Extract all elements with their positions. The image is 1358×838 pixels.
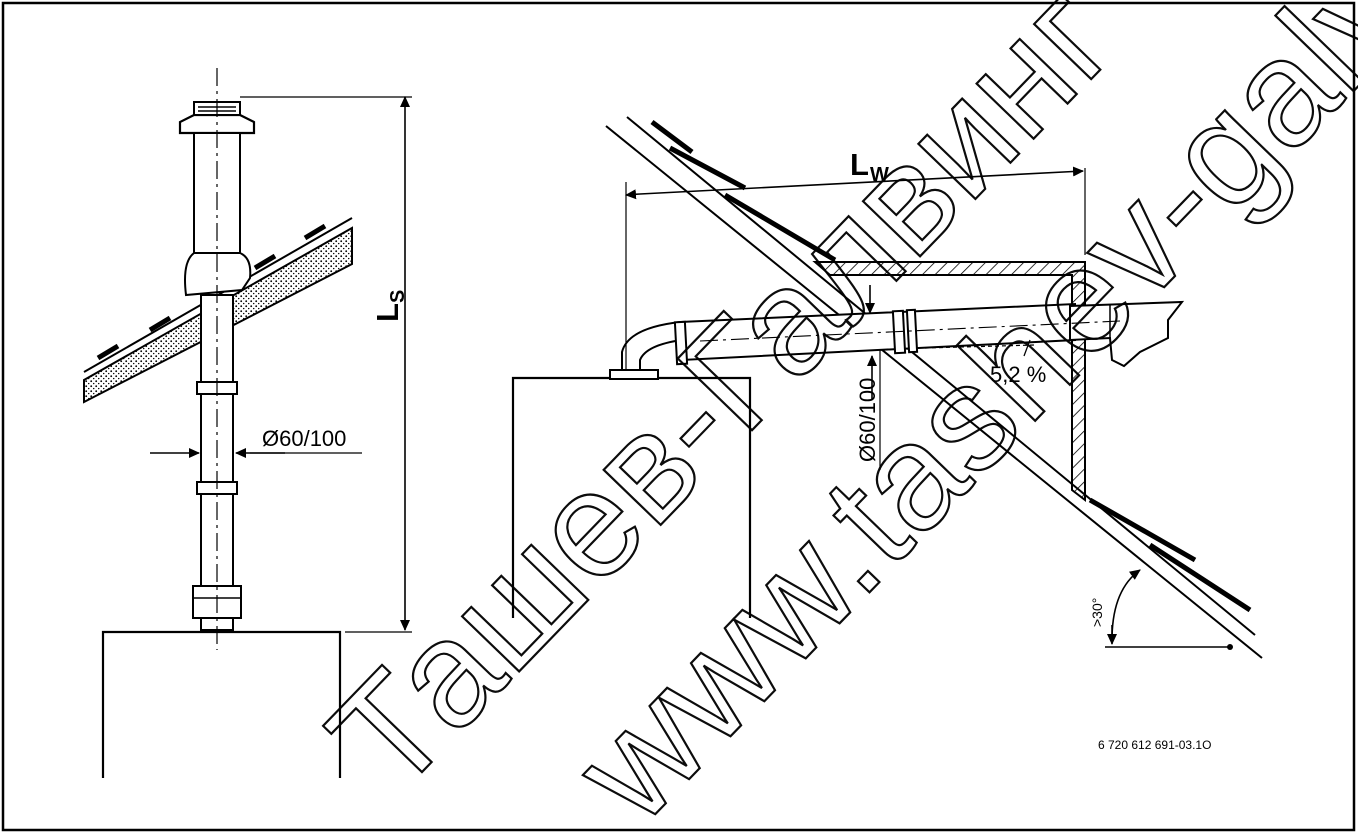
attic-wall: [812, 261, 1086, 503]
diameter-label-vertical: Ø60/100: [262, 426, 346, 451]
diameter-label-horizontal: Ø60/100: [855, 378, 880, 462]
svg-text:Ø60/100: Ø60/100: [855, 378, 880, 462]
roof-tiles-right: [650, 120, 1252, 613]
svg-text:L: L: [370, 303, 405, 322]
pipe-coupling-1: [673, 320, 689, 366]
vertical-flue-drawing: Ø60/100 L S: [83, 68, 412, 778]
boiler-flange: [609, 369, 659, 380]
svg-text:S: S: [387, 290, 409, 303]
roof-flashing: [184, 252, 252, 297]
roof-tiles-left: [96, 223, 327, 361]
ls-dimension-label: L S: [370, 290, 409, 322]
lw-dimension-label: L W: [850, 147, 889, 186]
angle-label: >30°: [1089, 598, 1105, 627]
wall-terminal: [1069, 300, 1185, 368]
roof-line-inner: [626, 116, 1256, 636]
watermark: Ташев-Галвинг ООД www.tashev-galving.com: [296, 0, 1358, 838]
slope-label: 5,2 %: [990, 362, 1046, 387]
centerline-horizontal: [699, 320, 1121, 342]
svg-text:W: W: [870, 164, 889, 186]
part-number: 6 720 612 691-03.1O: [1098, 738, 1211, 752]
horizontal-flue-drawing: L W Ø60/100 5,2 % >30°: [511, 116, 1263, 659]
roof-line-outer: [605, 125, 1263, 659]
svg-text:L: L: [850, 147, 869, 182]
boiler-left: [101, 630, 342, 778]
svg-text:>30°: >30°: [1089, 598, 1105, 627]
